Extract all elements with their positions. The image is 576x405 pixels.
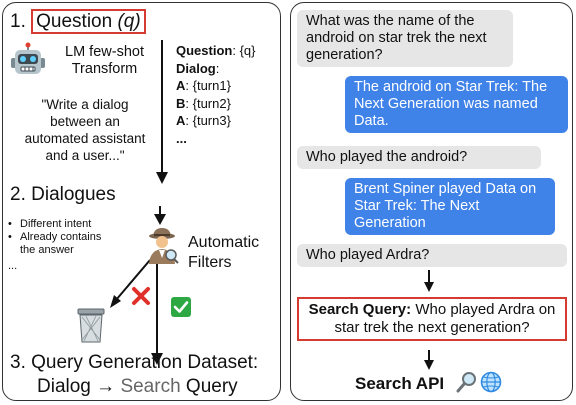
chat-bubble-user: What was the name of the android on star… — [297, 10, 513, 67]
template-turn: B: {turn2} — [176, 95, 280, 113]
magnifier-icon — [456, 372, 476, 393]
transform-label-line2: Transform — [71, 61, 138, 77]
question-label: Question — [36, 11, 113, 32]
template-question-key: Question — [176, 43, 233, 58]
left-panel — [2, 2, 281, 401]
filter-reason-text: Different intent — [20, 218, 92, 230]
chat-bubble-user: Who played Ardra? — [297, 244, 567, 267]
template-question-line: Question: {q} — [176, 42, 280, 60]
search-query-label: Search Query: — [308, 301, 412, 318]
arrowhead-search-api — [424, 360, 434, 370]
right-arrows — [424, 270, 434, 370]
question-variable: (q) — [117, 11, 141, 32]
step3-search-word: Search — [120, 376, 181, 397]
arrowhead-filters — [154, 214, 166, 225]
template-turn: A: {turn3} — [176, 112, 280, 130]
step3-title: 3. Query Generation Dataset: — [10, 352, 259, 373]
filter-reasons: •Different intent •Already contains the … — [8, 218, 118, 273]
step1-title: 1. Question (q) — [10, 9, 146, 34]
chat-bubble-assistant: The android on Star Trek: The Next Gener… — [345, 76, 568, 133]
red-x-icon — [132, 287, 150, 305]
turn-text: : {turn3} — [185, 113, 231, 128]
step1-number: 1. — [10, 11, 26, 32]
left-arrows — [110, 40, 168, 365]
filters-line2: Filters — [188, 254, 232, 271]
trash-can-icon — [77, 308, 105, 343]
template-dialog-key: Dialog — [176, 60, 216, 76]
filter-reason-text: Already contains the answer — [20, 231, 102, 256]
chat-bubble-assistant: Brent Spiner played Data on Star Trek: T… — [345, 178, 555, 235]
turn-text: : {turn1} — [185, 78, 231, 93]
question-highlight-box: Question (q) — [31, 9, 146, 34]
arrowhead-transform — [156, 172, 168, 184]
template-ellipsis: ... — [176, 130, 187, 146]
prompt-quote: "Write a dialog between an automated ass… — [24, 97, 146, 163]
search-query-text: Who played Ardra on star trek the next g… — [334, 301, 556, 336]
step3-arrow: → — [96, 376, 116, 397]
arrow-to-trash — [115, 259, 151, 301]
green-check-icon — [171, 297, 191, 317]
detective-icon — [149, 228, 179, 264]
search-query-box: Search Query: Who played Ardra on star t… — [297, 297, 567, 341]
step3-subtitle: Dialog → Search Query — [37, 376, 238, 398]
step2-title: 2. Dialogues — [10, 184, 116, 205]
step3-dialog-word: Dialog — [37, 376, 91, 397]
automatic-filters-label: Automatic Filters — [188, 233, 259, 273]
globe-icon — [480, 371, 502, 393]
filter-reason-item: •Different intent — [8, 218, 92, 230]
template-dialog-line: Dialog: — [176, 60, 280, 78]
filter-reasons-ellipsis: ... — [8, 260, 18, 272]
robot-icon — [11, 42, 45, 74]
template-question-value: : {q} — [232, 43, 256, 58]
arrowhead-search-query — [424, 282, 434, 292]
step3-query-word: Query — [185, 376, 238, 397]
turn-speaker: A — [176, 78, 186, 93]
template-turn: A: {turn1} — [176, 77, 280, 95]
search-api-text: Search API — [355, 374, 445, 393]
arrowhead-trash — [110, 295, 121, 308]
turn-speaker: B — [176, 95, 186, 111]
dialog-template: Question: {q} Dialog: A: {turn1} B: {tur… — [176, 42, 280, 147]
transform-label-line1: LM few-shot — [65, 44, 144, 60]
turn-text: : {turn2} — [185, 95, 231, 111]
search-api-label: Search API — [355, 374, 444, 394]
filter-reason-item: •Already contains the answer — [8, 231, 118, 257]
transform-label: LM few-shot Transform — [52, 44, 157, 78]
template-dialog-colon: : — [215, 60, 220, 76]
filters-line1: Automatic — [188, 234, 260, 251]
turn-speaker: A — [176, 113, 186, 128]
chat-bubble-user: Who played the android? — [297, 146, 541, 169]
arrowhead-dataset — [151, 353, 163, 365]
